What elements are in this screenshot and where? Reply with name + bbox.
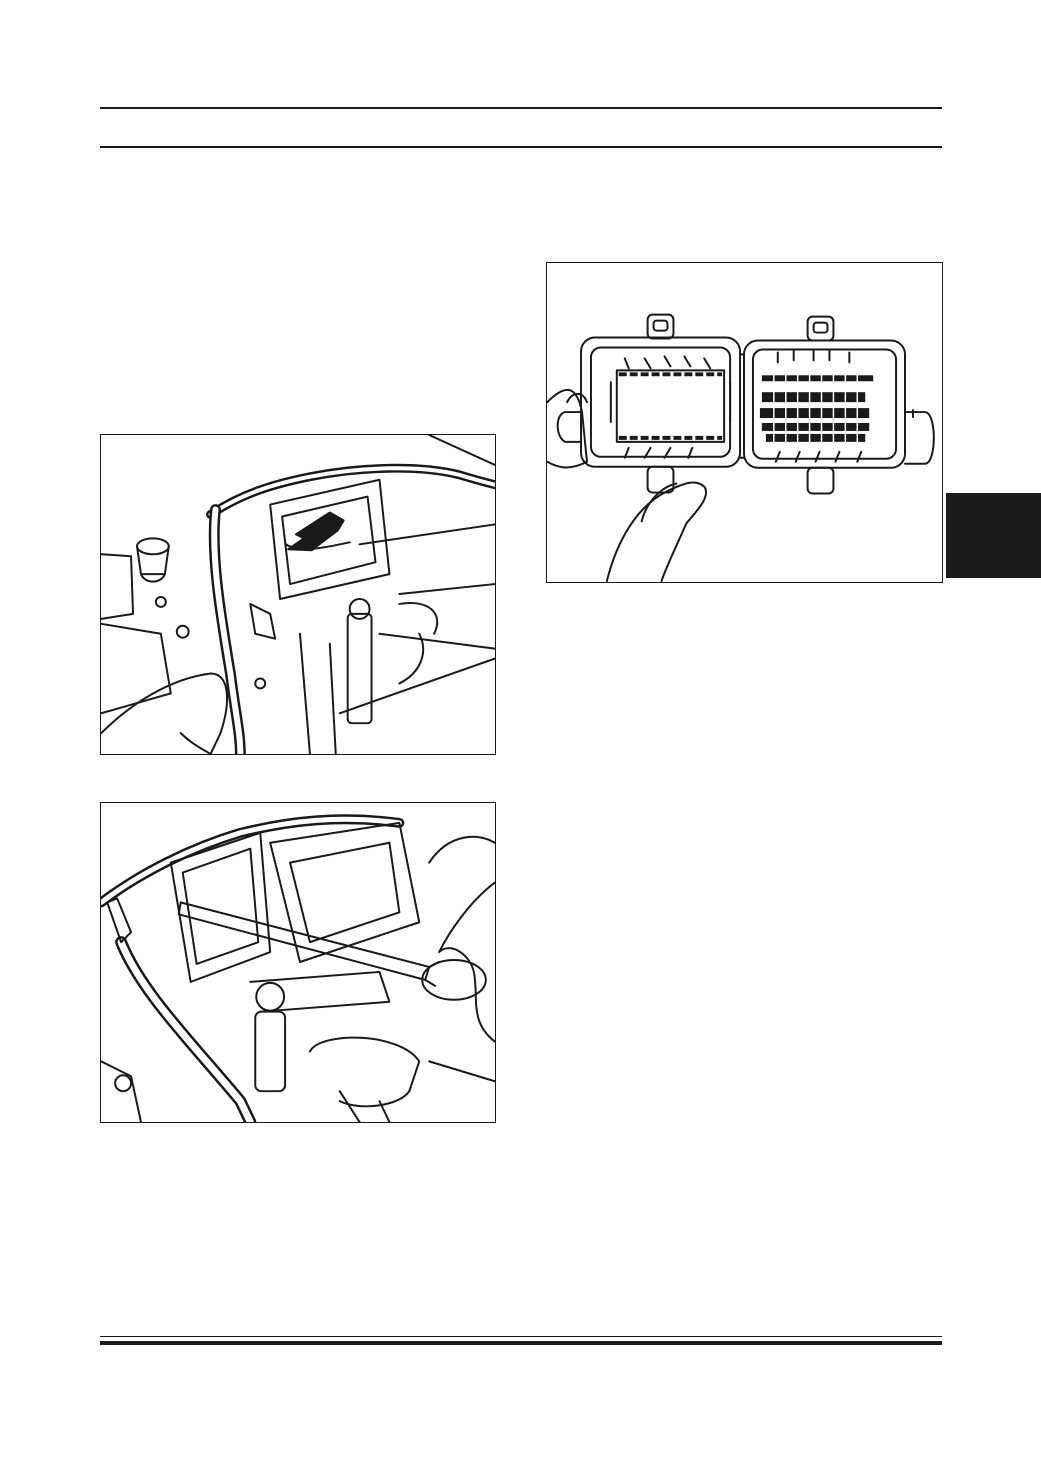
- ecu-connector-illustration: [547, 313, 935, 582]
- ecu-location-illustration: [101, 435, 495, 754]
- figure-ecu-location: [100, 434, 496, 755]
- header-top-rule: [100, 107, 942, 109]
- footer-thin-rule: [100, 1336, 942, 1337]
- section-tab: [946, 493, 1041, 578]
- ecu-removal-illustration: [101, 814, 495, 1122]
- figure-ecu-connector: [546, 262, 943, 583]
- footer-thick-rule: [100, 1341, 942, 1345]
- figure-ecu-removal: [100, 802, 496, 1123]
- header-bottom-rule: [100, 146, 942, 148]
